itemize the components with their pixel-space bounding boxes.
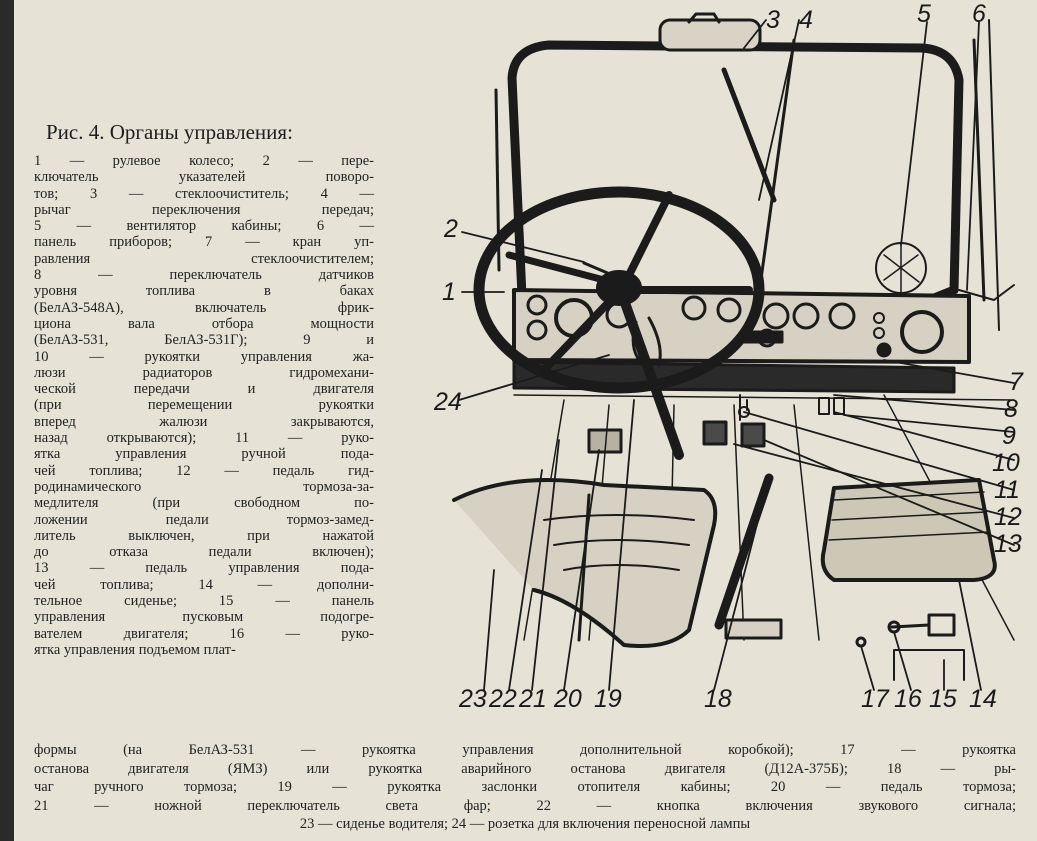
callout-15: 15 [929,685,957,713]
caption-line: циона вала отбора мощности [34,315,374,332]
caption-line: 1 — рулевое колесо; 2 — пере- [34,153,374,169]
callout-14: 14 [969,685,997,713]
caption-line: чаг ручного тормоза; 19 — рукоятка засло… [34,779,1016,796]
caption-line: назад открываются); 11 — руко- [34,430,374,447]
caption-line: панель приборов; 7 — кран уп- [34,234,374,251]
callout-3: 3 [766,6,780,34]
callout-23: 23 [458,685,487,713]
caption-line: ключатель указателей поворо- [34,169,374,186]
callout-1: 1 [442,278,456,306]
callout-7: 7 [1009,368,1024,396]
callout-22: 22 [488,685,517,713]
caption-line: останова двигателя (ЯМЗ) или рукоятка ав… [34,760,1016,777]
caption-line: до отказа педали включен); [34,544,374,561]
caption-line: (при перемещении рукоятки [34,397,374,414]
callout-16: 16 [894,685,922,713]
caption-line: 5 — вентилятор кабины; 6 — [34,218,374,235]
caption-line: тельное сиденье; 15 — панель [34,593,374,610]
caption-line: медлителя (при свободном по- [34,495,374,512]
callout-17: 17 [861,685,890,713]
caption-line: ческой передачи и двигателя [34,381,374,398]
caption-text-block: 1 — рулевое колесо; 2 — пере- ключатель … [34,153,374,658]
callout-12: 12 [994,503,1022,531]
caption-line: 21 — ножной переключатель света фар; 22 … [34,797,1016,814]
callout-4: 4 [799,6,813,34]
caption-line: вперед жалюзи закрываются, [34,413,374,430]
caption-line: ложении педали тормоз-замед- [34,511,374,528]
caption-line: вателем двигателя; 16 — руко- [34,625,374,642]
callout-6: 6 [972,0,986,28]
caption-line: 13 — педаль управления пода- [34,560,374,577]
callout-10: 10 [992,449,1020,477]
caption-line: люзи радиаторов гидромехани- [34,364,374,381]
caption-line: ятка управления подъемом плат- [34,641,236,658]
handbrake-lever [714,473,783,640]
callout-11: 11 [994,476,1020,504]
pedals [587,394,845,454]
callout-8: 8 [1004,395,1018,423]
callout-13: 13 [994,530,1022,558]
book-page: Рис. 4. Органы управления: 1 — рулевое к… [14,0,1037,841]
figure-caption-title: Рис. 4. Органы управления: [46,120,293,144]
caption-continuation: формы (на БелАЗ-531 — рукоятка управлени… [34,741,1016,834]
driver-seat [452,478,718,648]
steering-wheel [473,186,765,394]
steering-column [619,295,684,460]
callout-20: 20 [553,685,582,713]
callout-24: 24 [433,388,462,416]
caption-line: чей топлива; 12 — педаль гид- [34,462,374,479]
caption-line: тов; 3 — стеклоочиститель; 4 — [34,185,374,202]
caption-line: (БелАЗ-531, БелАЗ-531Г); 9 и [34,332,374,349]
caption-line: 10 — рукоятки управления жа- [34,348,374,365]
windshield-wiper [658,12,777,203]
caption-line: формы (на БелАЗ-531 — рукоятка управлени… [34,742,1016,758]
caption-line: родинамического тормоза-за- [34,478,374,495]
caption-line: рычаг переключения передач; [34,201,374,218]
callout-21: 21 [518,685,547,713]
caption-line: 8 — переключатель датчиков [34,267,374,284]
caption-line: уровня топлива в баках [34,283,374,300]
callout-18: 18 [704,685,732,713]
caption-line: литель выключен, при нажатой [34,527,374,544]
auxiliary-seat [820,478,997,582]
caption-line: (БелАЗ-548А), включатель фрик- [34,299,374,316]
callout-leaders [458,19,1015,691]
callout-2: 2 [443,215,458,243]
callout-5: 5 [917,0,931,28]
cabin-fan [875,242,927,294]
cab-controls-drawing: 1 2 3 4 5 6 7 8 9 10 11 12 13 14 15 16 1… [433,0,1024,713]
caption-line: ятка управления ручной пода- [34,446,374,463]
heater-panel [855,613,965,681]
callout-9: 9 [1002,422,1016,450]
caption-line: 23 — сиденье водителя; 24 — розетка для … [299,816,751,833]
caption-line: чей топлива; 14 — дополни- [34,576,374,593]
caption-line: равления стеклоочистителем; [34,250,374,267]
callout-numbers: 1 2 3 4 5 6 7 8 9 10 11 12 13 14 15 16 1… [433,0,1024,713]
caption-line: управления пусковым подогре- [34,609,374,626]
callout-19: 19 [594,685,622,713]
